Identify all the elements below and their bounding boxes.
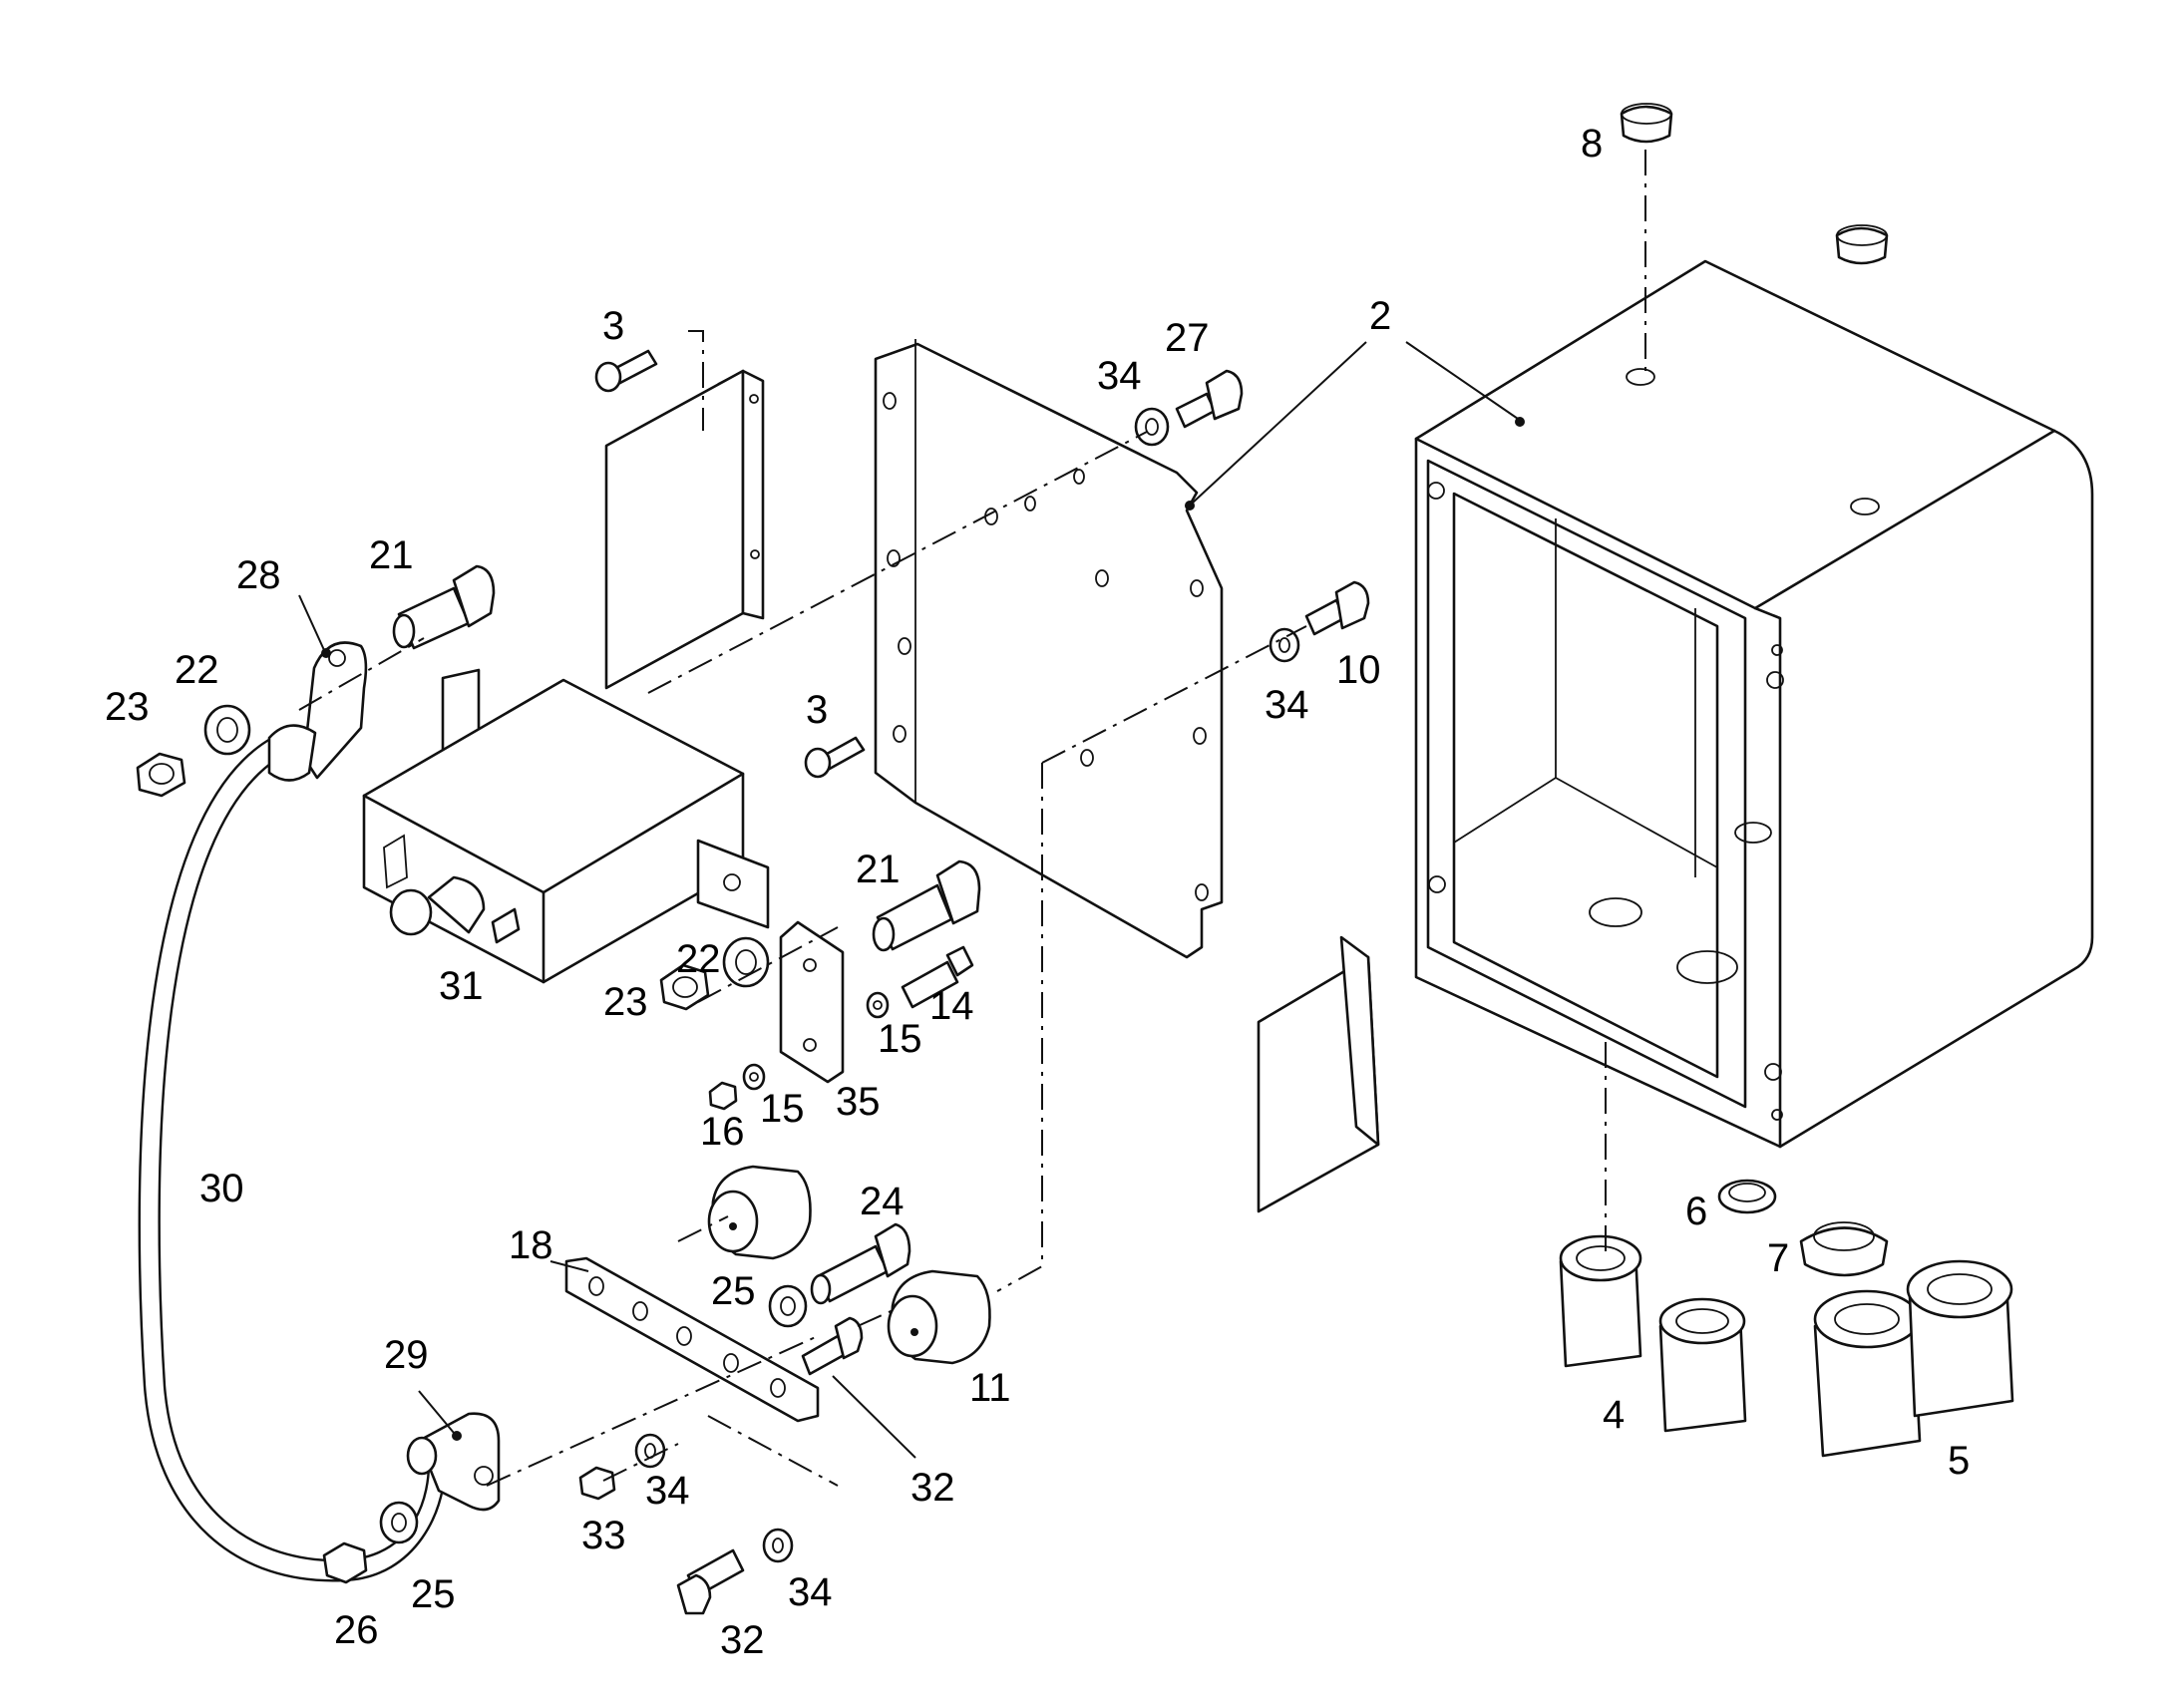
- cap-plug-on-box: [1835, 224, 1889, 265]
- callout-27: 27: [1165, 316, 1210, 360]
- callout-15-bottom: 15: [760, 1087, 805, 1131]
- callout-21-upper: 21: [369, 533, 414, 577]
- callout-23-upper: 23: [105, 685, 150, 729]
- callout-26: 26: [334, 1608, 379, 1652]
- callout-29: 29: [384, 1333, 429, 1377]
- callout-32-lower: 32: [720, 1618, 765, 1662]
- mounting-plate: [874, 339, 1224, 959]
- nut-33: [578, 1466, 616, 1501]
- callout-2: 2: [1369, 294, 1391, 338]
- callout-23-lower: 23: [603, 980, 648, 1024]
- axis-line-10: [1041, 625, 1307, 764]
- callout-16: 16: [700, 1110, 745, 1154]
- leader-2-plate: [1191, 341, 1367, 505]
- cable-lug-28: [267, 641, 368, 782]
- bolt-24: [810, 1222, 911, 1305]
- nut-16: [708, 1081, 738, 1111]
- callout-15-right: 15: [878, 1017, 922, 1061]
- callout-28: 28: [236, 553, 281, 597]
- bolt-32-lower: [676, 1548, 745, 1615]
- callout-10: 10: [1336, 648, 1381, 692]
- callout-25-lower: 25: [411, 1572, 456, 1616]
- leader-32-upper: [832, 1375, 916, 1459]
- axis-line-busbar-b: [486, 1335, 819, 1487]
- axis-line-32-upper: [857, 1307, 899, 1327]
- callout-14: 14: [929, 984, 974, 1028]
- callout-22-upper: 22: [175, 648, 219, 692]
- gland-plug-6: [1717, 1179, 1777, 1214]
- callout-32-upper: 32: [910, 1466, 955, 1510]
- washer-25-upper: [768, 1284, 808, 1328]
- nut-26: [322, 1541, 368, 1584]
- cable-gland-4-b: [1658, 1297, 1747, 1433]
- axis-line-busbar-c: [707, 1415, 839, 1487]
- bolt-27: [1175, 369, 1244, 429]
- callout-3-upper: 3: [602, 304, 624, 348]
- nut-23-upper: [136, 752, 186, 798]
- callout-34-busbar: 34: [645, 1469, 690, 1513]
- leader-28: [298, 594, 325, 651]
- callout-30: 30: [199, 1167, 244, 1210]
- washer-22-upper: [203, 704, 251, 756]
- screw-3-lower: [804, 736, 866, 779]
- bolt-21-lower: [872, 859, 981, 952]
- axis-line-busbar-a: [677, 1215, 729, 1242]
- washer-15-b: [742, 1063, 766, 1091]
- axis-line-plate-upper: [647, 431, 1148, 694]
- cable-gland-5-b: [1906, 1259, 2014, 1418]
- gland-plug-7: [1799, 1221, 1889, 1277]
- callout-33: 33: [581, 1514, 626, 1557]
- washer-22-lower: [722, 936, 770, 988]
- washer-15-a: [866, 991, 890, 1019]
- callout-24: 24: [860, 1180, 905, 1223]
- callout-6: 6: [1685, 1190, 1707, 1233]
- callout-31: 31: [439, 964, 484, 1008]
- callout-34-right: 34: [1265, 683, 1309, 727]
- callout-8: 8: [1581, 122, 1603, 166]
- link-plate-35: [779, 920, 845, 1084]
- washer-25-lower: [379, 1501, 419, 1544]
- callout-11: 11: [969, 1366, 1011, 1410]
- callout-4: 4: [1603, 1393, 1625, 1437]
- callout-3-lower: 3: [806, 688, 828, 732]
- callout-34-upper: 34: [1097, 354, 1142, 398]
- cap-plug-8: [1620, 103, 1673, 144]
- bracket-upper: [604, 369, 765, 690]
- washer-34-c: [634, 1433, 666, 1469]
- axis-line-21-upper: [298, 637, 425, 711]
- washer-34-b: [1269, 627, 1300, 663]
- leader-2-box: [1405, 341, 1522, 422]
- screw-14: [901, 945, 974, 1009]
- cable-lug-29: [406, 1412, 501, 1512]
- battery-switch-31: [362, 668, 770, 984]
- busbar-18: [564, 1256, 820, 1423]
- callout-18: 18: [509, 1223, 553, 1267]
- screw-32-upper: [801, 1316, 864, 1376]
- bracket-lower: [1257, 935, 1380, 1213]
- screw-3-upper: [594, 349, 658, 393]
- cable-gland-5-a: [1813, 1289, 1922, 1458]
- insulator-11: [887, 1269, 991, 1365]
- callout-7: 7: [1767, 1236, 1789, 1280]
- axis-line-3a: [688, 330, 704, 431]
- axis-line-nut-33: [602, 1443, 679, 1482]
- enclosure-box: [1414, 259, 2094, 1149]
- leader-18: [549, 1260, 589, 1272]
- bolt-10: [1304, 580, 1370, 636]
- callout-22-lower: 22: [676, 937, 721, 981]
- washer-34-a: [1134, 407, 1170, 447]
- washer-34-d: [762, 1528, 794, 1563]
- callout-25-upper: 25: [711, 1269, 756, 1313]
- leader-29: [418, 1390, 455, 1434]
- callout-5: 5: [1948, 1439, 1970, 1483]
- insulator-upper: [707, 1165, 812, 1260]
- callout-35: 35: [836, 1080, 881, 1124]
- callout-labels: 2 3 3 4 5 6 7 8 10 11 14 15 15 16 18 21 …: [105, 122, 1970, 1662]
- callout-34-bottom: 34: [788, 1570, 833, 1614]
- cable-gland-4-a: [1559, 1234, 1642, 1368]
- bolt-21-upper: [392, 564, 496, 650]
- callout-21-lower: 21: [856, 848, 901, 891]
- nut-23-lower: [659, 963, 710, 1011]
